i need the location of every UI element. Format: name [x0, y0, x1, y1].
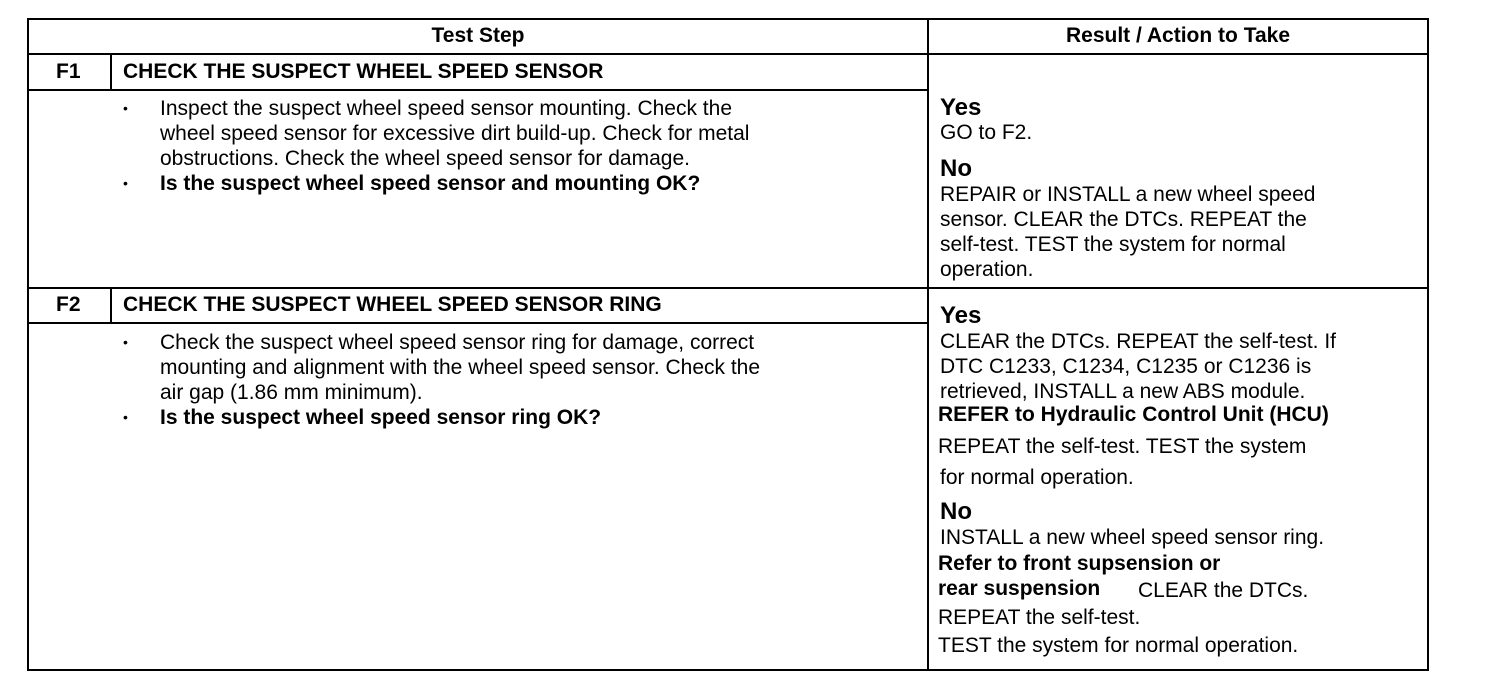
- f1-step-title: CHECK THE SUSPECT WHEEL SPEED SENSOR: [123, 60, 604, 83]
- f1-instruction-line-3: obstructions. Check the wheel speed sens…: [160, 147, 690, 170]
- table-border-right: [1427, 18, 1429, 671]
- table-border-top: [27, 18, 1429, 20]
- f2-instruction-line-3: air gap (1.86 mm minimum).: [160, 381, 423, 404]
- f1-f2-divider: [27, 287, 1429, 289]
- f1-no-line-3: self-test. TEST the system for normal: [940, 233, 1286, 256]
- f2-yes-tail-line-1: REPEAT the self-test. TEST the system: [938, 435, 1307, 458]
- f2-yes-line-3: retrieved, INSTALL a new ABS module.: [940, 380, 1306, 403]
- f2-yes-refer: REFER to Hydraulic Control Unit (HCU): [938, 403, 1329, 426]
- f1-instruction-line-2: wheel speed sensor for excessive dirt bu…: [160, 122, 750, 145]
- f2-no-clear-dtcs: CLEAR the DTCs.: [1138, 579, 1309, 602]
- f2-yes-label: Yes: [940, 302, 982, 329]
- f1-bullet-1: •: [123, 100, 128, 116]
- f2-no-tail-line-1: REPEAT the self-test.: [938, 606, 1141, 629]
- f2-id-divider: [110, 289, 112, 322]
- f1-no-label: No: [940, 155, 972, 182]
- f2-step-id: F2: [56, 293, 81, 316]
- f1-title-divider: [27, 89, 929, 91]
- header-divider: [27, 53, 1429, 55]
- f2-no-refer-line-2: rear suspension: [938, 577, 1101, 600]
- header-test-step: Test Step: [431, 24, 525, 47]
- f2-no-tail-line-2: TEST the system for normal operation.: [938, 634, 1299, 657]
- f2-instruction-line-1: Check the suspect wheel speed sensor rin…: [160, 331, 755, 354]
- f2-title-divider: [27, 322, 929, 324]
- f2-question: Is the suspect wheel speed sensor ring O…: [160, 406, 602, 429]
- f2-bullet-2: •: [123, 409, 128, 425]
- f2-yes-line-2: DTC C1233, C1234, C1235 or C1236 is: [940, 355, 1312, 378]
- table-border-left: [27, 18, 29, 671]
- f2-no-refer-line-1: Refer to front supsension or: [938, 552, 1221, 575]
- header-result-action: Result / Action to Take: [1065, 24, 1291, 47]
- f2-no-line-1: INSTALL a new wheel speed sensor ring.: [940, 526, 1325, 549]
- f1-no-line-4: operation.: [940, 258, 1034, 281]
- f2-step-title: CHECK THE SUSPECT WHEEL SPEED SENSOR RIN…: [123, 293, 662, 316]
- f2-bullet-1: •: [123, 334, 128, 350]
- f1-question: Is the suspect wheel speed sensor and mo…: [160, 172, 701, 195]
- f1-bullet-2: •: [123, 175, 128, 191]
- f1-no-line-2: sensor. CLEAR the DTCs. REPEAT the: [940, 208, 1307, 231]
- table-border-bottom: [27, 669, 1429, 671]
- f1-step-id: F1: [56, 60, 81, 83]
- f1-yes-label: Yes: [940, 94, 982, 121]
- f2-no-label: No: [940, 498, 972, 525]
- f1-yes-text: GO to F2.: [940, 121, 1033, 144]
- f2-yes-line-1: CLEAR the DTCs. REPEAT the self-test. If: [940, 330, 1337, 353]
- f1-no-line-1: REPAIR or INSTALL a new wheel speed: [940, 183, 1316, 206]
- f1-instruction-line-1: Inspect the suspect wheel speed sensor m…: [160, 97, 733, 120]
- f1-id-divider: [110, 55, 112, 89]
- column-divider: [927, 18, 929, 671]
- f2-yes-tail-line-2: for normal operation.: [940, 466, 1134, 489]
- f2-instruction-line-2: mounting and alignment with the wheel sp…: [160, 356, 761, 379]
